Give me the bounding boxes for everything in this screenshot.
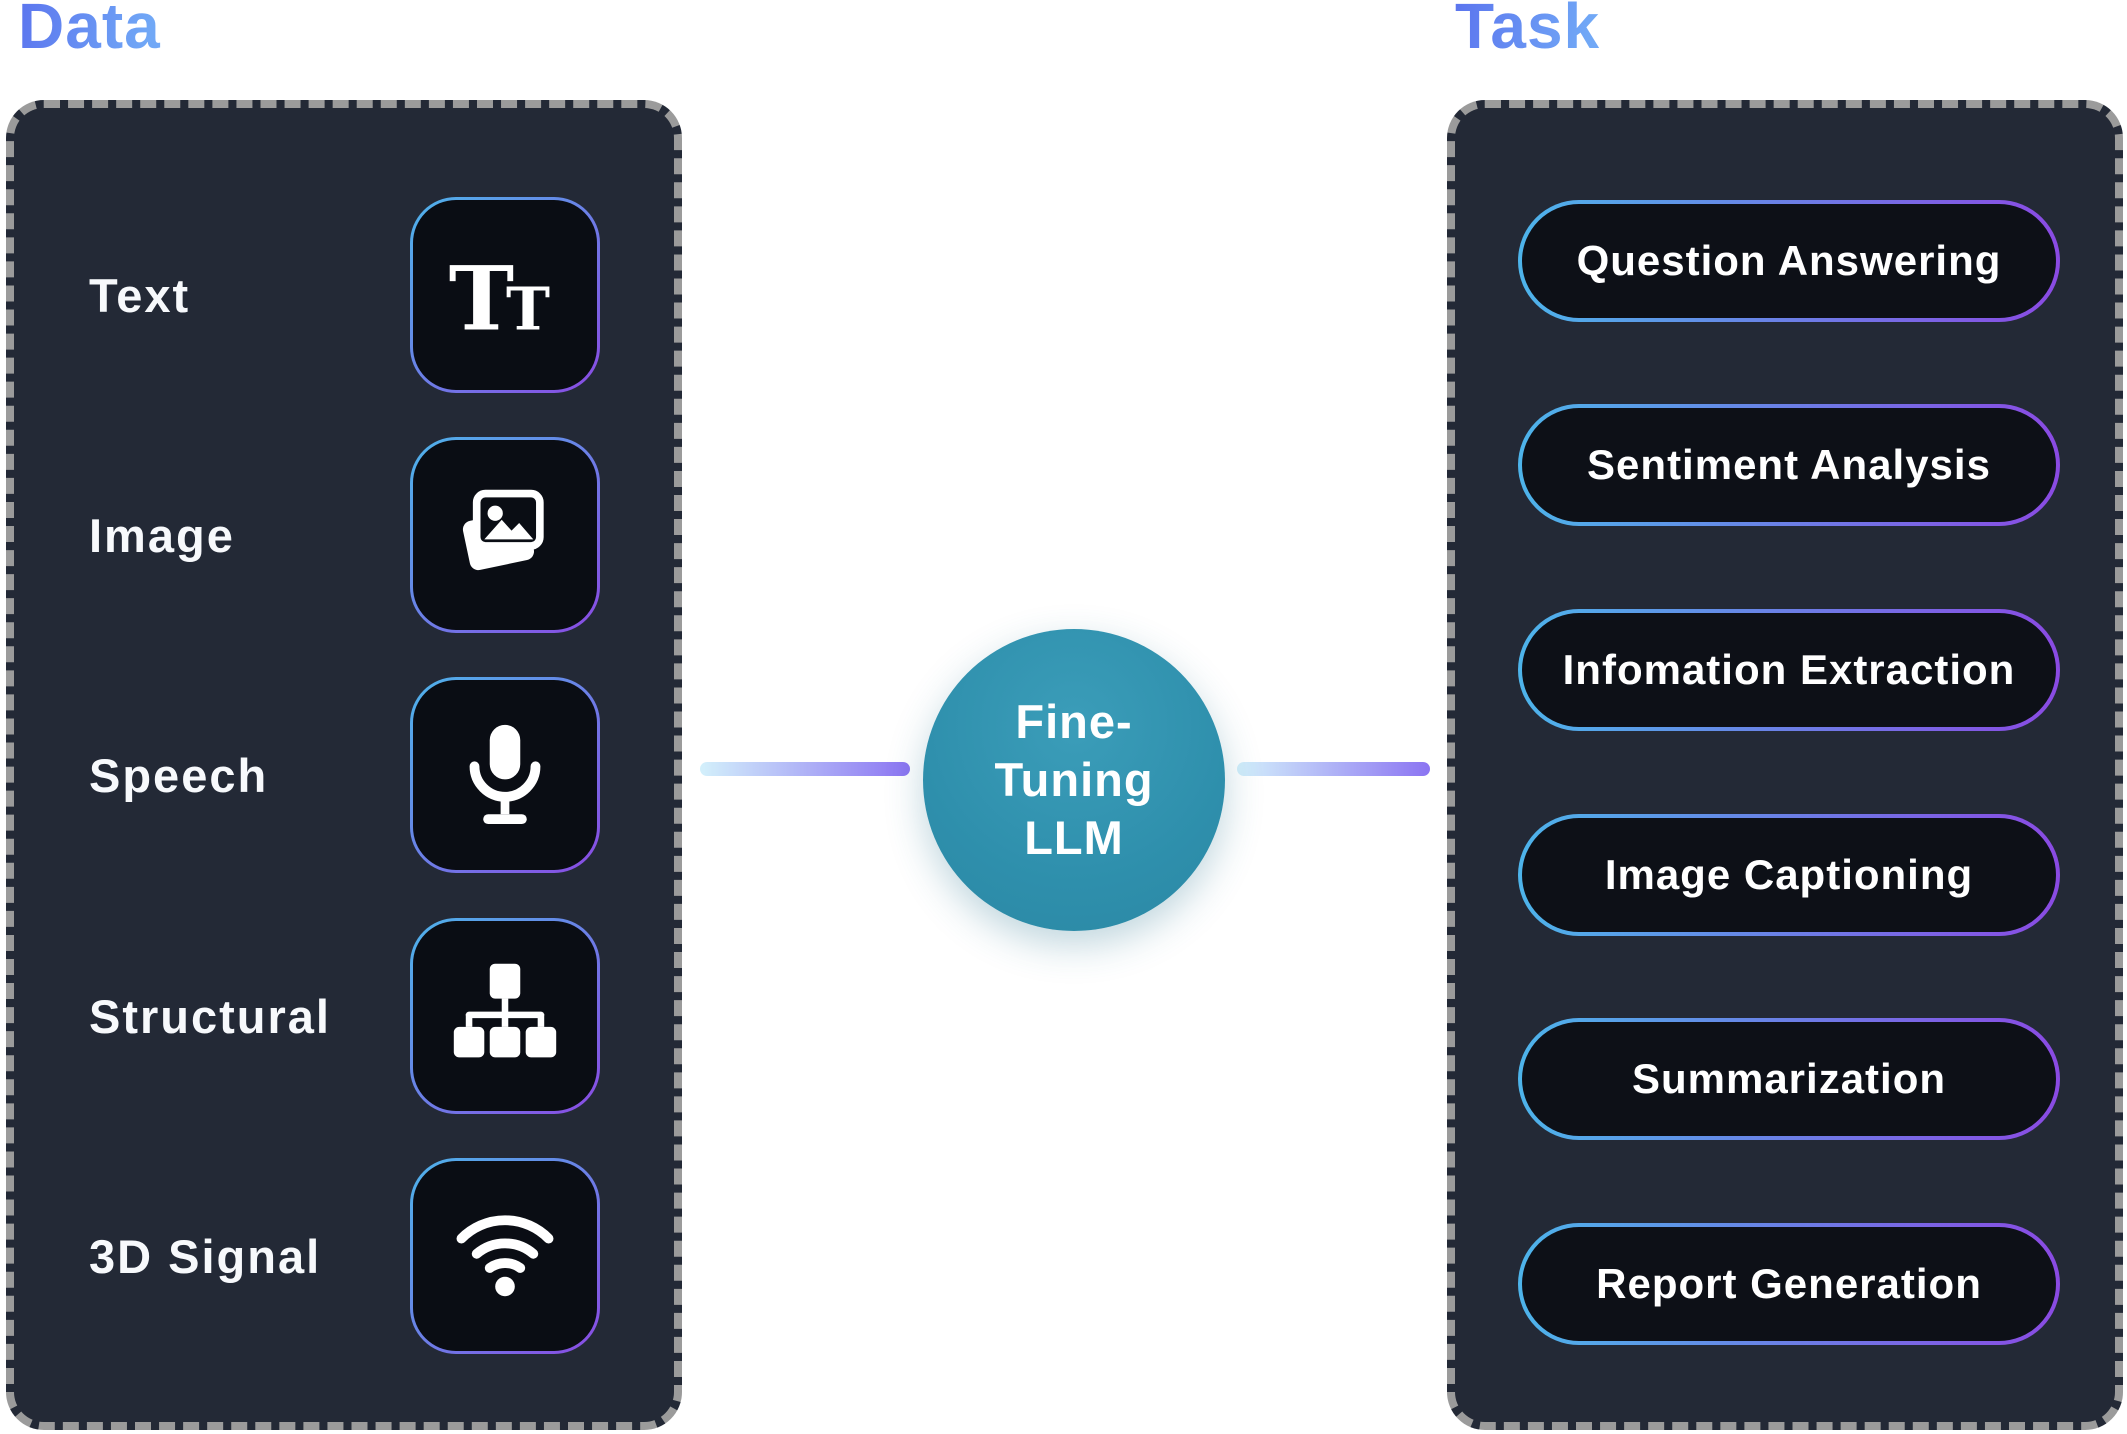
task-pill-summarization: Summarization [1518,1018,2060,1140]
image-icon [410,437,600,633]
data-item-label-speech: Speech [89,748,269,802]
data-panel: Text T T Image Speech [6,100,682,1430]
data-item-label-structural: Structural [89,989,331,1043]
task-pill-question-answering: Question Answering [1518,200,2060,322]
data-row-image: Image [89,437,600,633]
data-item-label-text: Text [89,268,191,322]
task-pill-label: Report Generation [1596,1260,1982,1307]
task-heading: Task [1455,0,1600,62]
task-panel: Question Answering Sentiment Analysis In… [1447,100,2123,1430]
data-row-3d-signal: 3D Signal [89,1158,600,1354]
data-row-structural: Structural [89,918,600,1114]
data-item-label-3d-signal: 3D Signal [89,1229,322,1283]
task-pill-label: Summarization [1631,1055,1947,1102]
svg-text:T: T [506,273,550,343]
svg-text:T: T [449,247,514,343]
wifi-icon [410,1158,600,1354]
task-pill-label: Sentiment Analysis [1587,441,1991,488]
node-line-1: Fine- [1015,695,1133,748]
microphone-icon [410,677,600,873]
data-row-speech: Speech [89,677,600,873]
node-line-2: Tuning [994,753,1154,806]
text-icon: T T [410,197,600,393]
task-pill-infomation-extraction: Infomation Extraction [1518,609,2060,731]
task-pill-label: Infomation Extraction [1562,646,2016,693]
task-pill-label: Question Answering [1576,237,2002,284]
node-line-3: LLM [1024,811,1124,864]
data-heading: Data [18,0,161,62]
task-pill-image-captioning: Image Captioning [1518,814,2060,936]
fine-tuning-llm-node: Fine- Tuning LLM [923,629,1225,931]
connector-node-to-task [1237,762,1430,776]
sitemap-icon [410,918,600,1114]
data-row-text: Text T T [89,197,600,393]
connector-data-to-node [700,762,910,776]
task-pill-label: Image Captioning [1604,851,1974,898]
task-pill-report-generation: Report Generation [1518,1223,2060,1345]
task-pill-sentiment-analysis: Sentiment Analysis [1518,404,2060,526]
data-item-label-image: Image [89,508,235,562]
